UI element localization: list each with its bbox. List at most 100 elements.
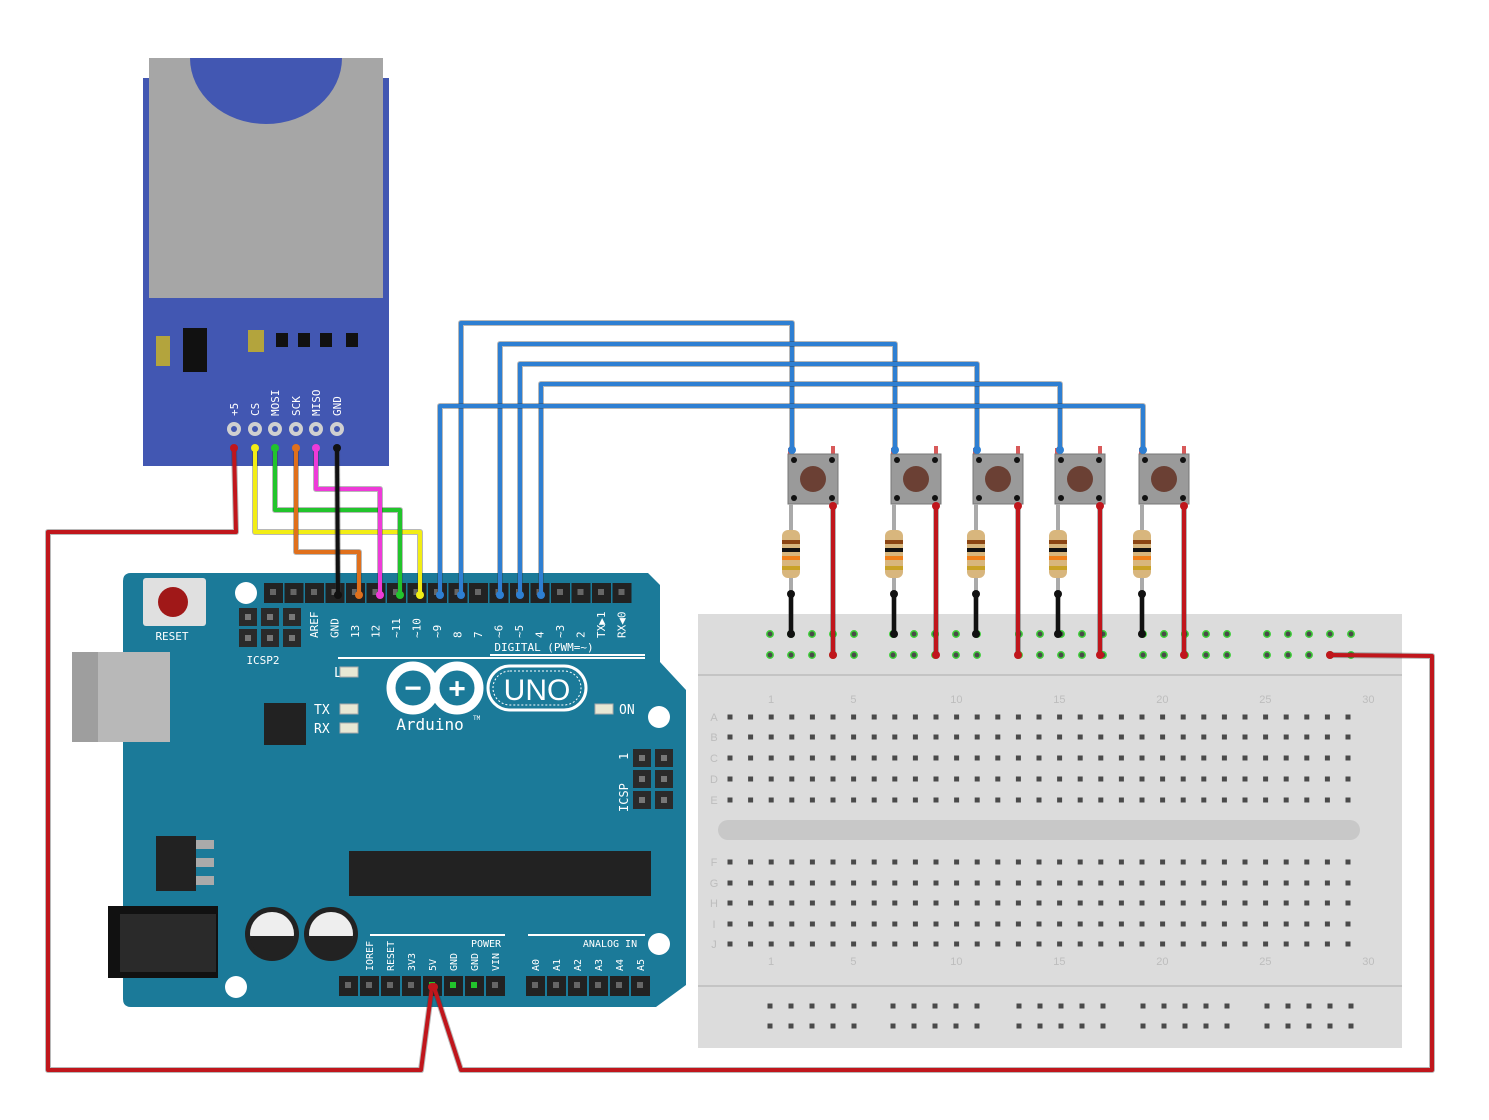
digital-pin-label: ~5 (513, 625, 526, 638)
breadboard-hole (1077, 941, 1083, 947)
icsp-pin1-label: 1 (617, 753, 631, 760)
breadboard-hole (1139, 776, 1145, 782)
column-number: 5 (850, 956, 856, 968)
push-button-cap[interactable] (1151, 466, 1177, 492)
breadboard-hole (1057, 734, 1063, 740)
breadboard-hole (789, 880, 795, 886)
breadboard-hole (748, 714, 754, 720)
icsp2-header (239, 608, 301, 647)
breadboard-hole (1098, 755, 1104, 761)
breadboard-hole (1036, 921, 1042, 927)
rail-hole (952, 630, 960, 638)
breadboard-hole (1263, 941, 1269, 947)
rail-hole (1182, 1023, 1188, 1029)
rail-hole (1140, 1023, 1146, 1029)
breadboard-hole (995, 797, 1001, 803)
breadboard-hole (1057, 755, 1063, 761)
digital-pin-label: 2 (575, 631, 588, 638)
push-button-cap[interactable] (985, 466, 1011, 492)
logo-minus: − (405, 671, 422, 704)
rail-hole (1139, 651, 1147, 659)
breadboard-hole (1221, 941, 1227, 947)
breadboard-hole (1221, 859, 1227, 865)
breadboard-hole (1015, 797, 1021, 803)
reset-button-cap[interactable] (158, 587, 188, 617)
breadboard-hole (1263, 734, 1269, 740)
breadboard-hole (727, 755, 733, 761)
breadboard-hole (830, 797, 836, 803)
breadboard-hole (809, 734, 815, 740)
breadboard-hole (1345, 880, 1351, 886)
breadboard-hole (995, 921, 1001, 927)
resistor (1133, 530, 1151, 578)
breadboard-hole (1077, 921, 1083, 927)
sd-component-pad (248, 330, 264, 352)
breadboard-hole (1283, 755, 1289, 761)
led-on (594, 703, 614, 715)
rail-hole (1078, 630, 1086, 638)
breadboard-hole (892, 880, 898, 886)
row-letter: B (710, 732, 717, 744)
row-letter: J (711, 939, 717, 951)
breadboard-hole (892, 776, 898, 782)
digital-pin-label: ~9 (431, 625, 444, 638)
rail-hole (851, 1023, 857, 1029)
breadboard-hole (1015, 921, 1021, 927)
breadboard-hole (830, 921, 836, 927)
breadboard-hole (789, 921, 795, 927)
rail-hole (1100, 1023, 1106, 1029)
push-button-cap[interactable] (903, 466, 929, 492)
breadboard-hole (974, 797, 980, 803)
breadboard-hole (1160, 734, 1166, 740)
rail-hole (850, 630, 858, 638)
rail-hole (1016, 1003, 1022, 1009)
breadboard-hole (1139, 714, 1145, 720)
breadboard-hole (727, 797, 733, 803)
row-letter: G (710, 878, 719, 890)
breadboard-hole (954, 797, 960, 803)
breadboard-hole (974, 900, 980, 906)
breadboard-hole (912, 776, 918, 782)
breadboard-hole (871, 755, 877, 761)
rail-hole (1016, 1023, 1022, 1029)
rail-hole (766, 630, 774, 638)
breadboard-hole (954, 900, 960, 906)
push-button-cap[interactable] (800, 466, 826, 492)
rail-hole (1284, 630, 1292, 638)
breadboard-hole (995, 859, 1001, 865)
push-button-assembly (1133, 446, 1190, 592)
analog-pin-label: A1 (552, 959, 563, 971)
breadboard-hole (830, 880, 836, 886)
breadboard-hole (1283, 900, 1289, 906)
breadboard-hole (974, 755, 980, 761)
breadboard-hole (1304, 797, 1310, 803)
power-pin-label: GND (449, 953, 460, 971)
breadboard-hole (748, 755, 754, 761)
row-letter: H (710, 898, 718, 910)
column-number: 20 (1156, 694, 1168, 706)
sd-regulator-chip (183, 328, 207, 372)
rail-hole (1140, 1003, 1146, 1009)
breadboard-hole (830, 941, 836, 947)
breadboard-hole (789, 755, 795, 761)
mount-hole (648, 933, 670, 955)
led-rx (339, 722, 359, 734)
breadboard-hole (1160, 776, 1166, 782)
breadboard-hole (1201, 797, 1207, 803)
breadboard-hole (1139, 797, 1145, 803)
breadboard-hole (871, 921, 877, 927)
power-pin-label: VIN (491, 953, 502, 971)
row-letter: A (710, 712, 718, 724)
breadboard-hole (727, 900, 733, 906)
rail-hole (1100, 1003, 1106, 1009)
breadboard-hole (789, 941, 795, 947)
rail-hole (1202, 630, 1210, 638)
mount-hole (648, 706, 670, 728)
breadboard-hole (1015, 755, 1021, 761)
rail-hole (1079, 1023, 1085, 1029)
capacitor (304, 907, 358, 961)
push-button-cap[interactable] (1067, 466, 1093, 492)
breadboard-hole (1139, 921, 1145, 927)
breadboard-hole (789, 859, 795, 865)
